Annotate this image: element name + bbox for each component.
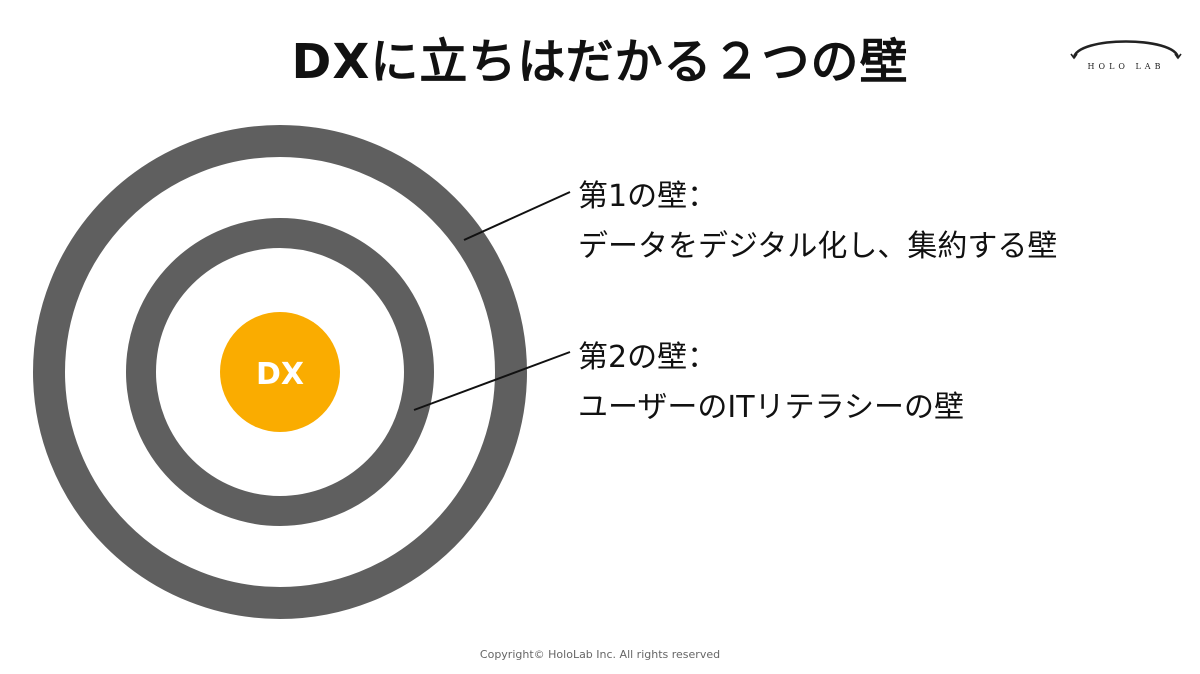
company-logo: HOLO LAB: [1068, 34, 1184, 78]
wall-1-label: 第1の壁： データをデジタル化し、集約する壁: [578, 172, 1057, 272]
wall-1-description: データをデジタル化し、集約する壁: [578, 229, 1058, 264]
dx-core-circle: [220, 312, 340, 432]
inner-ring: [126, 218, 434, 526]
wall-1-heading: 第1の壁：: [578, 179, 718, 214]
wall-2-description: ユーザーのITリテラシーの壁: [578, 390, 964, 425]
footer-copyright: Copyright© HoloLab Inc. All rights reser…: [479, 648, 721, 661]
dx-core-label: DX: [256, 357, 304, 392]
connector-wall-2: [413, 351, 571, 411]
slide-title: DXに立ちはだかる２つの壁: [291, 34, 909, 90]
logo-text: HOLO LAB: [1087, 62, 1165, 71]
connector-wall-1: [463, 191, 571, 241]
logo-arc-icon: [1070, 40, 1182, 60]
wall-2-label: 第2の壁： ユーザーのITリテラシーの壁: [578, 333, 964, 433]
wall-2-heading: 第2の壁：: [578, 340, 718, 375]
outer-ring: [33, 125, 527, 619]
